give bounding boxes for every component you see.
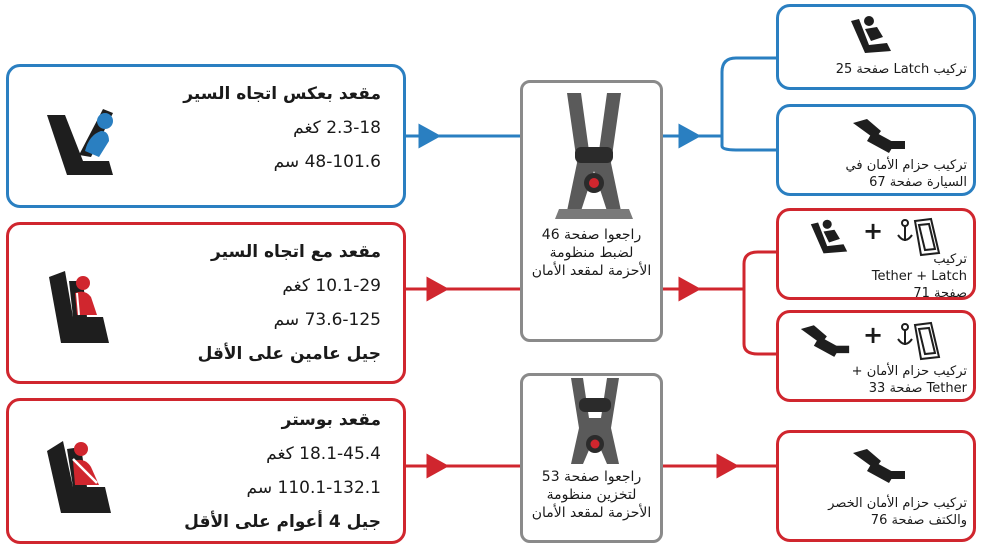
forward-facing-connector [404, 250, 778, 356]
lap-shoulder-line-1: تركيب حزام الأمان الخصر [828, 496, 967, 511]
booster-weight: 18.1-45.4 كغم [266, 444, 381, 464]
harness-icon [571, 378, 619, 464]
plus-sign: + [863, 321, 884, 349]
harness-icon [555, 93, 633, 219]
belt-tether-line-1: تركيب حزام الأمان + [851, 364, 967, 379]
harness-adjust-box: راجعوا صفحة 46 لضبط منظومة الأحزمة لمقعد… [520, 80, 663, 342]
booster-age-note: جيل 4 أعوام على الأقل [184, 512, 381, 532]
rear-facing-weight: 2.3-18 كغم [293, 118, 381, 138]
forward-facing-seat-box: مقعد مع اتجاه السير 10.1-29 كغم 73.6-125… [6, 222, 406, 384]
belt-option-box: تركيب حزام الأمان في السيارة صفحة 67 [776, 104, 976, 196]
lap-shoulder-line-2: والكتف صفحة 76 [870, 513, 967, 528]
latch-tether-option-box: + تركيب Tether + Latch صفحة 71 [776, 208, 976, 301]
belt-tether-line-2: Tether صفحة 33 [868, 381, 967, 396]
latch-tether-line-2: Tether + Latch [871, 269, 967, 284]
harness-storage-box: راجعوا صفحة 53 لتخزين منظومة الأحزمة لمق… [520, 373, 663, 543]
booster-connector [404, 453, 778, 479]
forward-facing-title: مقعد مع اتجاه السير [211, 242, 381, 262]
seat-belt-icon [800, 325, 850, 357]
belt-option-line-1: تركيب حزام الأمان في [845, 158, 967, 173]
latch-tether-line-1: تركيب [933, 252, 967, 267]
rear-facing-height: 48-101.6 سم [273, 152, 381, 172]
rear-facing-seat-icon [47, 109, 113, 175]
booster-height: 110.1-132.1 سم [246, 478, 381, 498]
forward-facing-age-note: جيل عامين على الأقل [197, 344, 381, 364]
rear-facing-title: مقعد بعكس اتجاه السير [183, 84, 381, 104]
booster-title: مقعد بوستر [281, 410, 381, 430]
forward-facing-height: 73.6-125 سم [273, 310, 381, 330]
latch-option-box: تركيب Latch صفحة 25 [776, 4, 976, 90]
booster-seat-box: مقعد بوستر 18.1-45.4 كغم 110.1-132.1 سم … [6, 398, 406, 544]
belt-option-line-2: السيارة صفحة 67 [869, 175, 967, 190]
seat-belt-icon [853, 119, 905, 153]
latch-icon [810, 219, 848, 254]
harness-storage-line-3: الأحزمة لمقعد الأمان [531, 505, 652, 521]
tether-anchor-icon [897, 217, 941, 257]
harness-adjust-line-2: لضبط منظومة [549, 245, 634, 261]
forward-facing-seat-icon [49, 271, 109, 343]
tether-anchor-icon [897, 321, 941, 361]
forward-facing-weight: 10.1-29 كغم [282, 276, 381, 296]
harness-storage-line-2: لتخزين منظومة [546, 487, 637, 503]
latch-option-text: تركيب Latch صفحة 25 [835, 62, 967, 77]
rear-facing-connector [404, 56, 778, 152]
lap-shoulder-option-box: تركيب حزام الأمان الخصر والكتف صفحة 76 [776, 430, 976, 542]
harness-storage-line-1: راجعوا صفحة 53 [541, 469, 642, 485]
seat-belt-icon [853, 449, 905, 483]
latch-tether-line-3: صفحة 71 [913, 286, 967, 301]
rear-facing-seat-box: مقعد بعكس اتجاه السير 2.3-18 كغم 48-101.… [6, 64, 406, 208]
harness-adjust-line-3: الأحزمة لمقعد الأمان [531, 263, 652, 279]
latch-icon [851, 16, 891, 53]
belt-tether-option-box: + تركيب حزام الأمان + Tether صفحة 33 [776, 310, 976, 402]
harness-adjust-line-1: راجعوا صفحة 46 [541, 227, 642, 243]
plus-sign: + [863, 217, 884, 245]
booster-seat-icon [47, 441, 111, 513]
